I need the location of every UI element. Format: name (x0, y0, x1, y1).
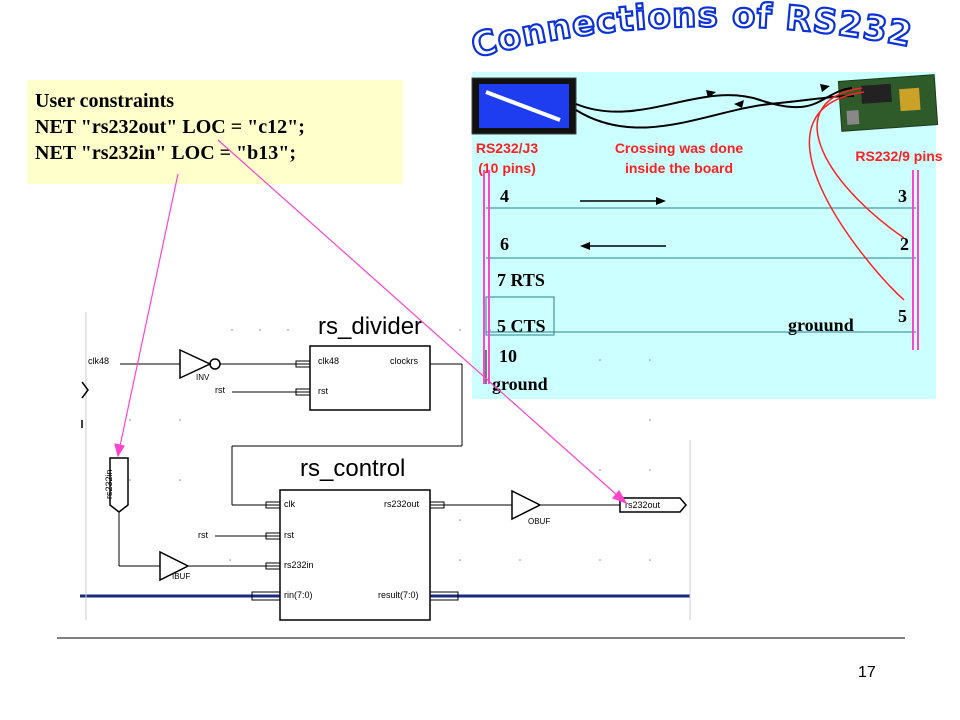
clk48-input-label: clk48 (88, 356, 110, 366)
pin-left-7-rts: 7 RTS (497, 270, 545, 290)
pin-left-4: 4 (500, 186, 509, 206)
divider-port-rst: rst (318, 386, 328, 396)
crossing-note: Crossing was done inside the board (588, 138, 770, 178)
tx-arrow-icon (580, 197, 666, 205)
rs-control-block (279, 489, 431, 621)
rst-label-divider: rst (215, 385, 225, 395)
page-number: 17 (858, 664, 876, 681)
slide-title: Connections of RS232 (466, 0, 916, 68)
rs232-j3-label-line2: (10 pins) (478, 160, 536, 176)
divider-port-clk48: clk48 (318, 356, 340, 366)
pin-right-2: 2 (900, 234, 909, 254)
rs-control-title: rs_control (300, 455, 406, 482)
schematic (80, 312, 691, 621)
pin-left-5-cts: 5 CTS (497, 316, 546, 336)
rs232in-pad (109, 457, 129, 513)
rs-divider-title: rs_divider (318, 313, 423, 340)
inverter-label: INV (196, 373, 210, 382)
cable-arrow-icons (706, 84, 830, 108)
pin-right-3: 3 (898, 186, 907, 206)
rs232-j3-label-line1: RS232/J3 (475, 140, 539, 156)
lcd-display-icon (471, 77, 577, 135)
user-constraints-box: User constraints NET "rs232out" LOC = "c… (27, 80, 403, 184)
rs232out-pad (619, 497, 687, 513)
red-leader-lines (808, 87, 905, 301)
control-port-result: result(7:0) (378, 590, 419, 600)
constraint-rs232in: NET "rs232in" LOC = "b13"; (35, 142, 297, 164)
rs-divider-block (309, 345, 431, 411)
constraints-heading: User constraints (35, 90, 175, 112)
constraint-arrows (114, 139, 628, 505)
pin-left-6: 6 (500, 234, 509, 254)
pin-right-5: 5 (898, 306, 907, 326)
obuf-symbol (511, 489, 542, 521)
rs232-j3-label: RS232/J3 (10 pins) (452, 138, 562, 178)
constraint-rs232out: NET "rs232out" LOC = "c12"; (35, 116, 305, 138)
control-port-rin: rin(7:0) (284, 590, 313, 600)
ibuf-label: IBUF (172, 572, 191, 581)
ibuf-symbol (159, 550, 190, 582)
rs232-cable (575, 87, 855, 129)
obuf-label: OBUF (528, 517, 551, 526)
control-port-clk: clk (284, 499, 295, 509)
pin-left-10: 10 (499, 346, 517, 366)
control-port-rst: rst (284, 530, 294, 540)
rs232out-pad-label: rs232out (625, 500, 661, 510)
control-port-rs232in: rs232in (284, 560, 314, 570)
schematic-grid (129, 329, 651, 561)
crossing-note-line2: inside the board (624, 160, 734, 176)
connector-bars (483, 170, 919, 384)
rx-arrow-icon (580, 242, 666, 250)
rst-label-control: rst (198, 530, 208, 540)
divider-port-clockrs: clockrs (390, 356, 419, 366)
inverter-symbol (179, 348, 212, 380)
control-port-rs232out: rs232out (384, 499, 420, 509)
pin-left-ground: ground (492, 374, 548, 394)
fpga-board-icon (837, 74, 939, 132)
ground-right-label: grouund (788, 315, 854, 335)
rs232-9pin-label: RS232/9 pins (855, 148, 943, 164)
rs232-wires (485, 207, 916, 336)
crossing-note-line1: Crossing was done (614, 140, 744, 156)
